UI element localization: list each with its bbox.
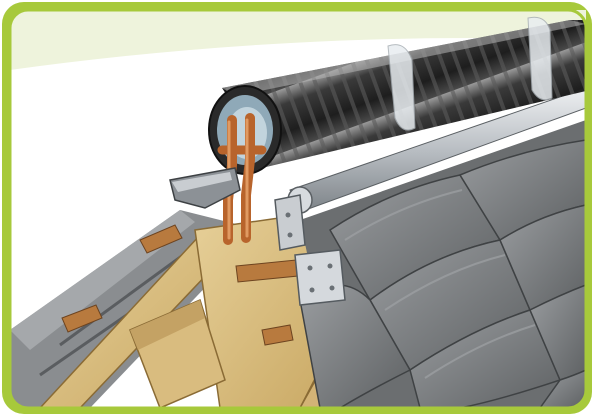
roof-tiles xyxy=(299,139,586,408)
tube-clamps xyxy=(387,16,553,131)
batten-2 xyxy=(61,304,103,333)
background-swoosh xyxy=(10,10,586,70)
ridge-plate xyxy=(294,249,346,306)
batten-1 xyxy=(139,224,183,254)
batten-4 xyxy=(261,324,294,346)
mounting-plate xyxy=(274,194,306,251)
